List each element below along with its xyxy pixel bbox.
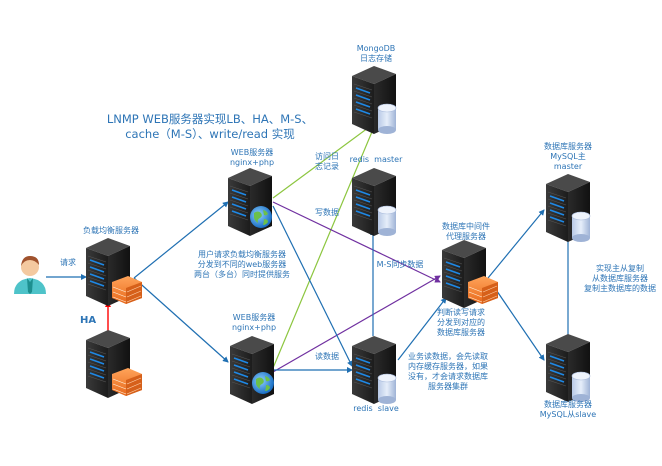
lb-server-icon [85, 237, 143, 307]
edge-proxy-to-mysql-master [487, 209, 545, 279]
mysql-master-label: 数据库服务器 MySQL主 master [544, 142, 592, 171]
web1-label: WEB服务器 nginx+php [229, 148, 275, 167]
note-proxy: 判断读写请求 分发到对应的 数据库服务器 [437, 308, 485, 337]
edge-lb-to-web2 [133, 277, 229, 363]
edge-web1-to-proxy [272, 201, 441, 283]
redis-master-label: redis master [349, 155, 403, 164]
mysql-slave-server-icon [545, 333, 591, 403]
note-cache-read: 业务读数据，会先读取 内存缓存服务器，如果 没有，才会请求数据库 服务器集群 [408, 352, 488, 391]
redis-master-server-icon [351, 167, 397, 237]
edge-label-read-data: 读数据 [315, 352, 339, 361]
edge-web2-to-proxy [272, 275, 441, 373]
mysql-master-server-icon [545, 173, 591, 243]
redis-slave-label: redis slave [353, 404, 399, 413]
edge-redis-slave-to-proxy [397, 297, 447, 361]
web2-server-icon [229, 335, 275, 405]
db-proxy-label: 数据库中间件 代理服务器 [442, 222, 490, 241]
redis-slave-server-icon [351, 335, 397, 405]
lb-label: 负载均衡服务器 [83, 226, 139, 235]
edges [46, 124, 571, 373]
user-icon [14, 256, 46, 294]
mongodb-label: MongoDB 日志存储 [356, 44, 396, 63]
web1-server-icon [227, 167, 273, 237]
mysql-slave-label: 数据库服务器 MySQL从slave [539, 400, 597, 419]
edge-lb-to-web1 [133, 201, 229, 279]
edge-label-ms-sync: M-S同步数据 [376, 260, 424, 269]
web2-label: WEB服务器 nginx+php [231, 313, 277, 332]
edge-web1-to-mongodb [272, 124, 373, 199]
db-proxy-server-icon [441, 239, 499, 309]
edge-label-request: 请求 [60, 258, 76, 267]
edge-label-write-data: 写数据 [315, 208, 339, 217]
diagram-title: LNMP WEB服务器实现LB、HA、M-S、 cache（M-S）、write… [106, 112, 314, 141]
edge-label-ha: HA [80, 315, 97, 326]
lb-backup-server-icon [85, 329, 143, 399]
note-replication: 实现主从复制 从数据库服务器 复制主数据库的数据 [584, 264, 656, 293]
edge-web1-to-redis-slave [272, 205, 353, 367]
edge-label-access-log: 访问日 志记录 [315, 152, 339, 171]
edge-web2-to-mongodb [272, 126, 375, 369]
mongodb-server-icon [351, 65, 397, 135]
note-load-balancing: 用户请求负载均衡服务器 分发到不同的web服务器 两台（多台）同时提供服务 [194, 250, 290, 279]
